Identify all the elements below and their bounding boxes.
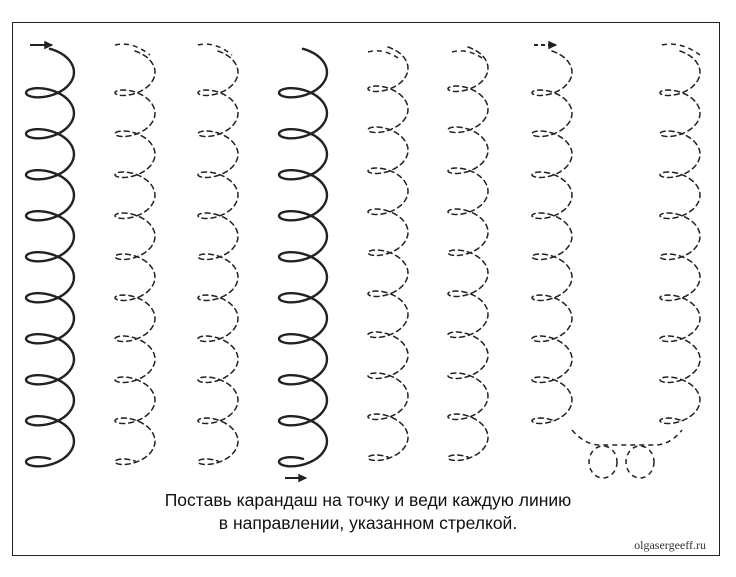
loop-column-5 [367, 46, 409, 462]
arrow-start-col1-head [44, 40, 54, 50]
u-bottom-loop-right [625, 445, 655, 479]
loop-column-3 [197, 50, 239, 466]
top-hook-5 [661, 43, 701, 56]
top-hook-1 [114, 43, 151, 56]
instruction-line-1: Поставь карандаш на точку и веди каждую … [164, 490, 572, 510]
loop-column-2 [114, 50, 156, 466]
loop-column-6 [447, 46, 489, 462]
arrow-start-col4-head [298, 473, 308, 483]
loop-column-7 [531, 50, 573, 425]
loop-column-4 [277, 47, 329, 468]
u-bottom-loop-left [588, 445, 618, 479]
source-watermark: olgasergeeff.ru [634, 538, 706, 552]
top-hook-4 [451, 50, 483, 59]
loop-column-1 [24, 47, 76, 468]
u-connector [571, 429, 683, 446]
loop-column-8 [659, 50, 701, 425]
arrow-start-col7-head [548, 40, 558, 50]
instruction-line-2: в направлении, указанном стрелкой. [218, 513, 518, 533]
top-hook-2 [197, 43, 233, 56]
top-hook-3 [367, 50, 399, 59]
worksheet-frame [12, 22, 720, 556]
